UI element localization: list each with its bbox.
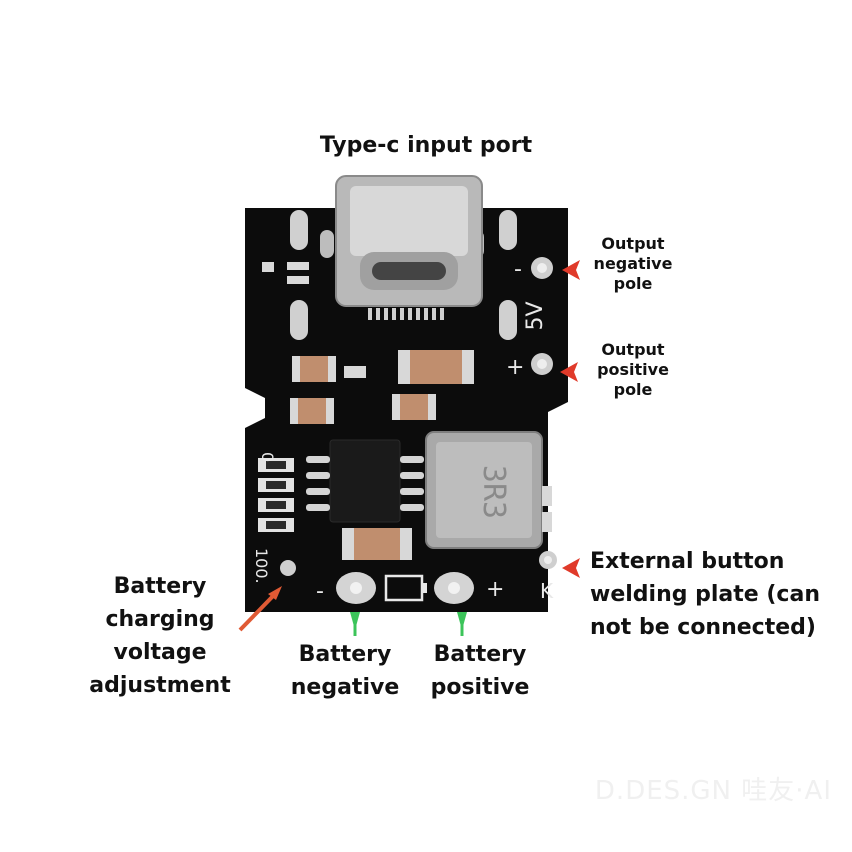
capacitor-group	[290, 350, 474, 560]
plus-bottom-mark: +	[486, 577, 504, 602]
output-positive-label: Output positive pole	[597, 340, 669, 399]
arrow-icon	[562, 558, 580, 578]
output-negative-label: Output negative pole	[593, 234, 673, 293]
k-mark: K	[540, 579, 554, 603]
inductor-mark: 3R3	[476, 465, 511, 519]
voltage-adjust-pad	[280, 560, 296, 576]
battery-positive-label: Battery positive	[430, 642, 530, 700]
battery-voltage-label: Battery charging voltage adjustment	[89, 574, 231, 698]
mount-slot	[290, 210, 308, 250]
plus-top-mark: +	[506, 355, 524, 380]
zero-mark: 0	[258, 452, 277, 462]
minus-top-mark: -	[514, 257, 522, 282]
external-button-label: External button welding plate (can not b…	[590, 549, 820, 640]
mount-slot	[499, 300, 517, 340]
battery-negative-label: Battery negative	[290, 642, 400, 700]
hundred-mark: 100.	[252, 548, 271, 584]
arrow-icon	[560, 362, 578, 382]
watermark-text: D.DES.GN 哇友·AI	[594, 776, 832, 806]
usb-c-pins	[368, 308, 444, 320]
minus-bottom-mark: -	[316, 579, 324, 604]
ic-pins	[306, 456, 424, 511]
mount-slot	[290, 300, 308, 340]
green-arrows	[350, 612, 467, 636]
resistor-array	[258, 458, 294, 532]
mount-slot	[320, 230, 334, 258]
type-c-port-label: Type-c input port	[319, 133, 533, 158]
smd-resistors	[262, 262, 309, 284]
red-arrows	[560, 260, 580, 578]
ic-chip	[329, 439, 401, 523]
adjust-arrow	[238, 586, 282, 632]
five-v-mark: 5V	[523, 301, 548, 330]
mount-slot	[499, 210, 517, 250]
arrow-icon	[562, 260, 580, 280]
